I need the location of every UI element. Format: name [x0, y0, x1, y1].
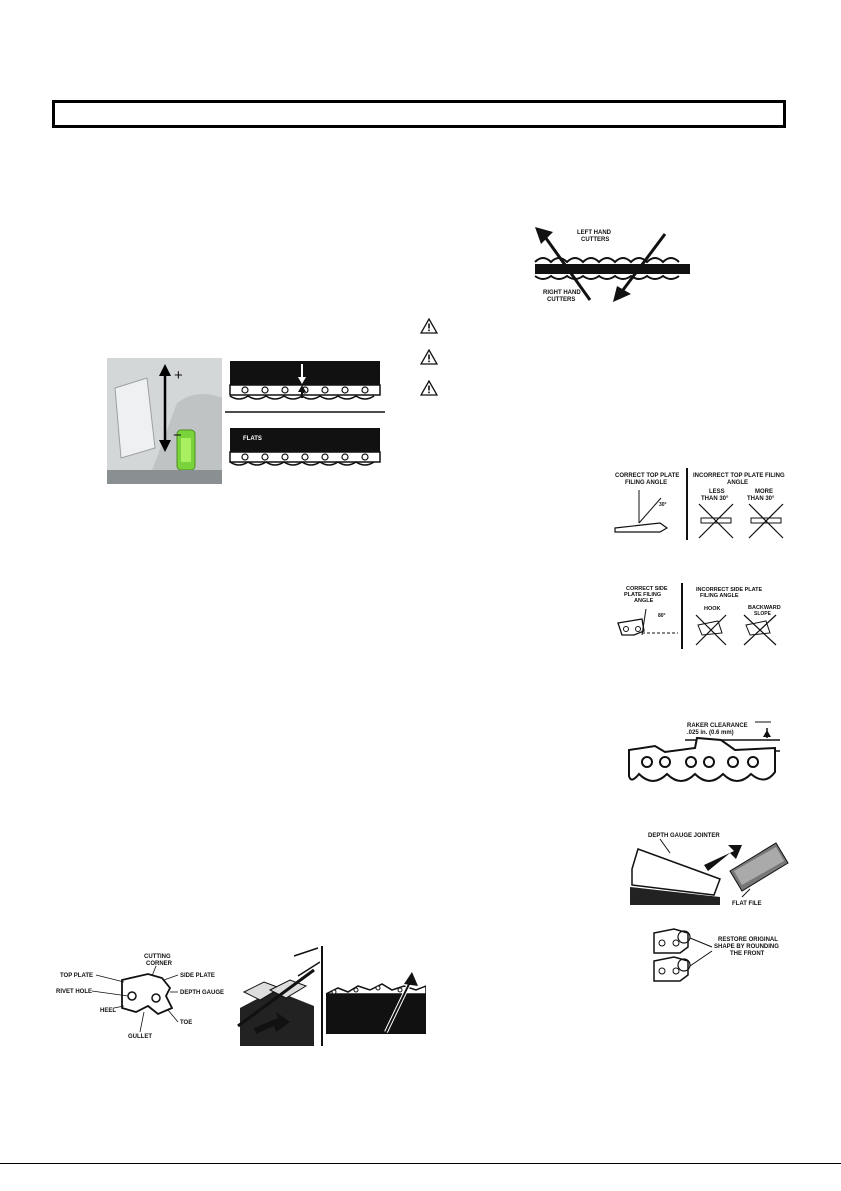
raker-clearance-figure: RAKER CLEARANCE .025 in. (0.6 mm) [628, 721, 780, 782]
tension-minus-sign: − [173, 427, 182, 444]
correct-side-plate-label-3: ANGLE [634, 598, 654, 604]
backward-slope-label-1: BACKWARD [748, 605, 781, 611]
warning-icon [420, 380, 438, 396]
right-hand-cutters-label-1: RIGHT HAND [543, 290, 581, 296]
top-plate-filing-figure: CORRECT TOP PLATE FILING ANGLE 30° INCOR… [614, 468, 785, 540]
side-plate-label: SIDE PLATE [180, 973, 215, 979]
flats-label: FLATS [243, 436, 262, 442]
chain-direction-figure [326, 972, 426, 1034]
top-plate-label: TOP PLATE [60, 973, 93, 979]
restore-label-3: THE FRONT [730, 951, 765, 957]
raker-clearance-label-1: RAKER CLEARANCE [687, 723, 748, 729]
cutter-direction-figure: LEFT HAND CUTTERS RIGHT HAND CUTTERS [534, 227, 690, 303]
incorrect-top-plate-label-2: ANGLE [727, 480, 748, 486]
restore-label-2: SHAPE BY ROUNDING [714, 944, 779, 950]
incorrect-side-plate-label-1: INCORRECT SIDE PLATE [696, 587, 763, 593]
correct-angle-label: 30° [659, 502, 667, 508]
heel-label: HEEL [100, 1008, 116, 1014]
chain-tension-diagram: FLATS [225, 361, 385, 466]
cutting-corner-label-1: CUTTING [144, 954, 171, 960]
less-than-label-2: THAN 30° [701, 496, 729, 502]
correct-side-plate-label-2: PLATE FILING [624, 592, 661, 598]
raker-clearance-label-2: .025 in. (0.6 mm) [687, 730, 734, 736]
correct-side-plate-label-1: CORRECT SIDE [626, 586, 668, 592]
backward-slope-label-2: SLOPE [754, 611, 772, 617]
right-hand-cutters-label-2: CUTTERS [547, 297, 575, 303]
incorrect-top-plate-label-1: INCORRECT TOP PLATE FILING [693, 473, 785, 479]
depth-gauge-label: DEPTH GAUGE [180, 990, 224, 996]
correct-top-plate-label-1: CORRECT TOP PLATE [615, 473, 679, 479]
chain-tension-photo: + − [107, 358, 222, 484]
flat-file-label: FLAT FILE [732, 901, 762, 907]
figure-divider [321, 946, 323, 1046]
cutting-corner-label-2: CORNER [146, 961, 173, 967]
hook-label: HOOK [704, 606, 721, 612]
left-hand-cutters-label-1: LEFT HAND [577, 230, 612, 236]
restore-shape-figure: RESTORE ORIGINAL SHAPE BY ROUNDING THE F… [653, 928, 779, 982]
tension-plus-sign: + [174, 367, 183, 384]
page-bottom-rule [0, 1163, 841, 1164]
depth-gauge-jointer-figure: DEPTH GAUGE JOINTER FLAT FILE [630, 833, 789, 907]
incorrect-side-plate-label-2: FILING ANGLE [700, 593, 739, 599]
warning-icon [420, 318, 438, 334]
correct-top-plate-label-2: FILING ANGLE [625, 480, 667, 486]
depth-gauge-jointer-label: DEPTH GAUGE JOINTER [648, 833, 720, 839]
section-title-box [52, 100, 786, 128]
more-than-label-1: MORE [755, 489, 773, 495]
left-hand-cutters-label-2: CUTTERS [581, 237, 609, 243]
side-correct-angle-label: 80° [658, 613, 666, 619]
more-than-label-2: THAN 30° [747, 496, 775, 502]
side-plate-filing-figure: CORRECT SIDE PLATE FILING ANGLE 80° INCO… [617, 583, 781, 649]
toe-label: TOE [180, 1020, 192, 1026]
less-than-label-1: LESS [709, 489, 725, 495]
rivet-hole-label: RIVET HOLE [56, 989, 92, 995]
warning-icon [420, 349, 438, 365]
cutter-parts-figure: CUTTING CORNER TOP PLATE SIDE PLATE RIVE… [56, 954, 224, 1040]
restore-label-1: RESTORE ORIGINAL [718, 937, 778, 943]
gullet-label: GULLET [128, 1034, 152, 1040]
round-file-figure [234, 946, 320, 1046]
